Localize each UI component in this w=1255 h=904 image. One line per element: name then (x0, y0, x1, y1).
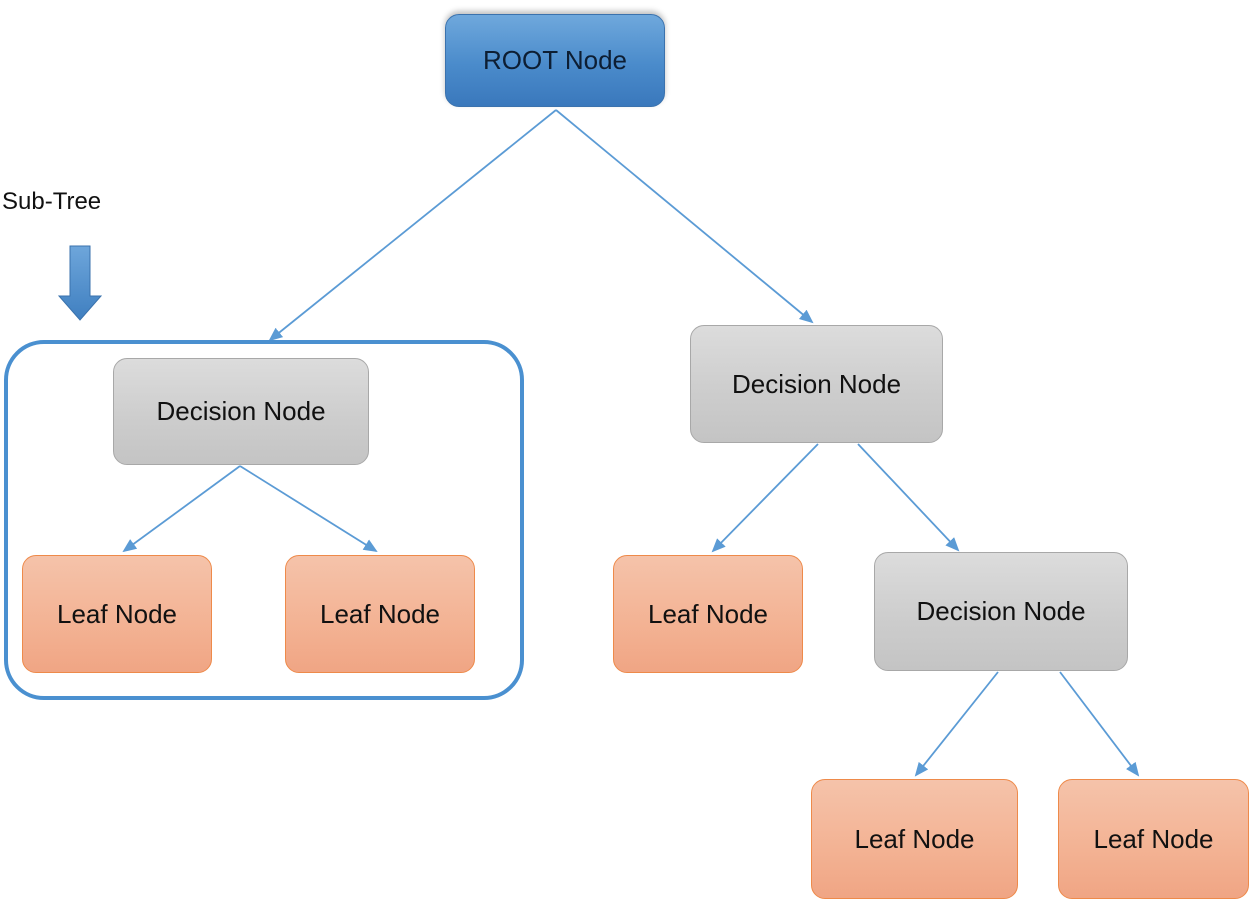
edge-sub-decision-leaf-5 (1059, 671, 1140, 777)
edge-sub-decision-leaf-4 (914, 671, 999, 777)
decision-node-left: Decision Node (113, 358, 369, 465)
decision-node-right: Decision Node (690, 325, 943, 443)
leaf-node-5: Leaf Node (1058, 779, 1249, 899)
edge-left-decision-leaf-2 (239, 465, 378, 553)
leaf-node-3: Leaf Node (613, 555, 803, 673)
edge-right-decision-sub-decision (857, 443, 960, 552)
subtree-boundary (4, 340, 524, 700)
subtree-down-arrow-icon (57, 245, 103, 321)
edge-left-decision-leaf-1 (122, 465, 241, 553)
subtree-label: Sub-Tree (2, 188, 102, 215)
leaf-node-4: Leaf Node (811, 779, 1018, 899)
root-node: ROOT Node (445, 14, 665, 107)
leaf-node-2: Leaf Node (285, 555, 475, 673)
leaf-node-1: Leaf Node (22, 555, 212, 673)
edge-right-decision-leaf-3 (711, 443, 819, 553)
edge-root-right-decision (555, 109, 814, 324)
edge-root-left-decision (268, 109, 557, 342)
decision-node-right-sub: Decision Node (874, 552, 1128, 671)
